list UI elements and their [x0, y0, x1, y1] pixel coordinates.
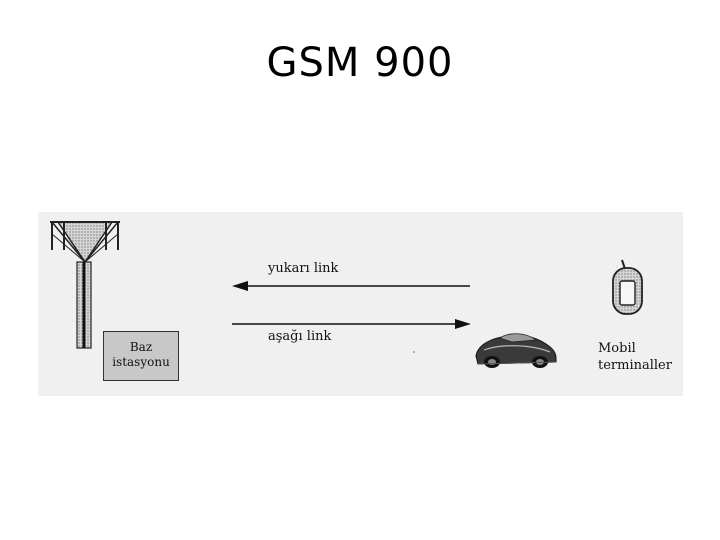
base-station-label-line2: istasyonu — [112, 355, 170, 369]
antenna-tower-icon — [50, 221, 120, 349]
mobile-label-line1: Mobil — [598, 341, 636, 356]
mobile-phone-icon — [612, 259, 643, 315]
arrow-right-icon — [232, 319, 471, 329]
arrow-left-icon — [232, 281, 470, 291]
uplink-label: yukarı link — [268, 261, 339, 276]
base-station-label-line1: Baz — [129, 340, 153, 354]
base-station-box: Baz istasyonu — [103, 331, 179, 381]
mobile-label-line2: terminaller — [598, 358, 672, 373]
car-icon — [475, 333, 557, 368]
slide-title: GSM 900 — [266, 40, 454, 86]
downlink-label: aşağı link — [268, 329, 332, 344]
